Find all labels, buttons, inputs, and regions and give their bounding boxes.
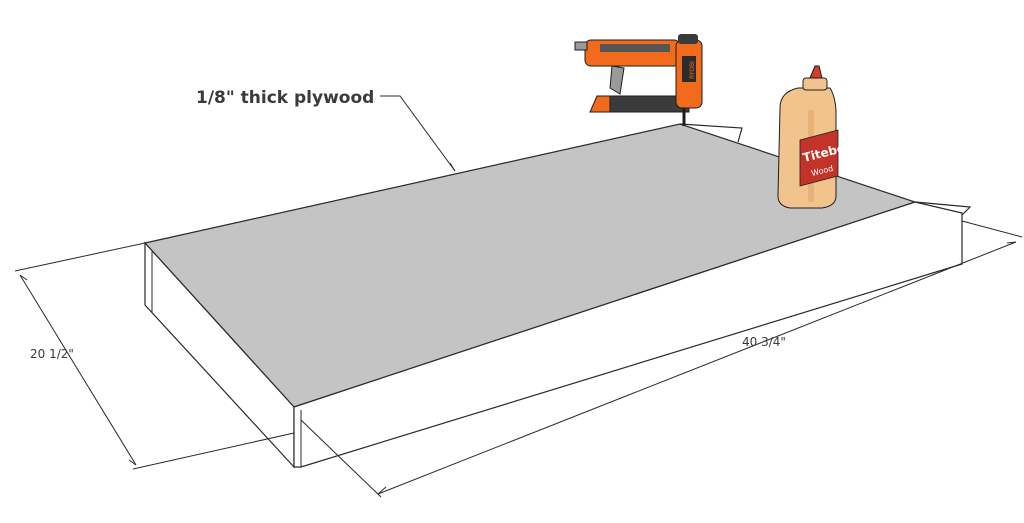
callout-label: 1/8" thick plywood xyxy=(196,88,374,108)
panel-back-lip xyxy=(679,123,743,143)
nailer-brand-label: RYOBI xyxy=(689,61,696,79)
callout-leader xyxy=(380,95,456,172)
glue-bottle-icon: Titebond Wood xyxy=(777,65,863,209)
dimension-width-line xyxy=(19,274,137,466)
dimension-width xyxy=(14,242,295,470)
panel-right-lip xyxy=(914,201,972,216)
brad-nailer-icon: RYOBI xyxy=(574,34,703,126)
dimension-length-label: 40 3/4" xyxy=(742,335,786,349)
plywood-panel xyxy=(143,123,972,469)
dimension-length xyxy=(300,220,1023,498)
dimension-length-line xyxy=(377,241,1017,495)
dimension-width-label: 20 1/2" xyxy=(30,347,74,361)
